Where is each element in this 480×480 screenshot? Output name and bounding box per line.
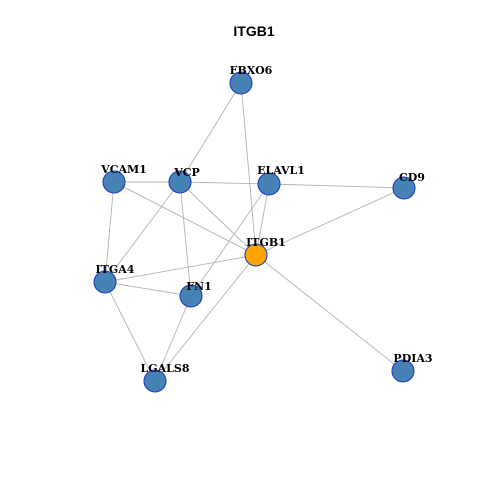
- edge-vcp-itgb1: [179, 181, 257, 256]
- edge-vcam1-itga4: [104, 181, 115, 283]
- edge-itgb1-itga4: [104, 254, 257, 283]
- edge-layer: [104, 82, 405, 382]
- node-label-itga4: ITGA4: [96, 263, 135, 276]
- edge-vcp-itga4: [104, 181, 181, 283]
- edge-vcam1-itgb1: [113, 181, 257, 256]
- node-pdia3: [391, 359, 415, 383]
- node-label-vcam1: VCAM1: [100, 163, 147, 176]
- edge-elavl1-cd9: [268, 183, 405, 189]
- edge-fbxo6-itgb1: [240, 82, 257, 256]
- node-label-pdia3: PDIA3: [393, 352, 432, 365]
- edge-itgb1-lgals8: [154, 254, 257, 382]
- node-vcam1: [102, 170, 126, 194]
- node-label-itgb1: ITGB1: [246, 236, 286, 249]
- edge-itga4-fn1: [104, 281, 192, 297]
- node-label-vcp: VCP: [173, 166, 200, 179]
- node-itga4: [93, 270, 117, 294]
- node-fn1: [179, 284, 203, 308]
- edge-elavl1-itgb1: [255, 183, 270, 256]
- node-vcp: [168, 170, 192, 194]
- edge-vcp-elavl1: [179, 181, 270, 185]
- node-label-fbxo6: FBXO6: [230, 64, 273, 77]
- node-label-lgals8: LGALS8: [141, 362, 190, 375]
- node-itgb1: [244, 243, 268, 267]
- edge-itga4-lgals8: [104, 281, 156, 382]
- edge-itgb1-pdia3: [255, 254, 404, 372]
- node-label-elavl1: ELAVL1: [257, 164, 305, 177]
- node-fbxo6: [229, 71, 253, 95]
- node-elavl1: [257, 172, 281, 196]
- edge-cd9-itgb1: [255, 187, 405, 256]
- diagram-title: ITGB1: [233, 23, 274, 39]
- edge-elavl1-fn1: [190, 183, 270, 297]
- node-lgals8: [143, 369, 167, 393]
- edge-fn1-lgals8: [154, 295, 192, 382]
- node-label-cd9: CD9: [399, 171, 425, 184]
- edge-vcp-fn1: [179, 181, 192, 297]
- node-label-fn1: FN1: [186, 280, 212, 293]
- node-cd9: [392, 176, 416, 200]
- node-layer: [93, 71, 416, 393]
- edge-fbxo6-vcp: [179, 82, 242, 183]
